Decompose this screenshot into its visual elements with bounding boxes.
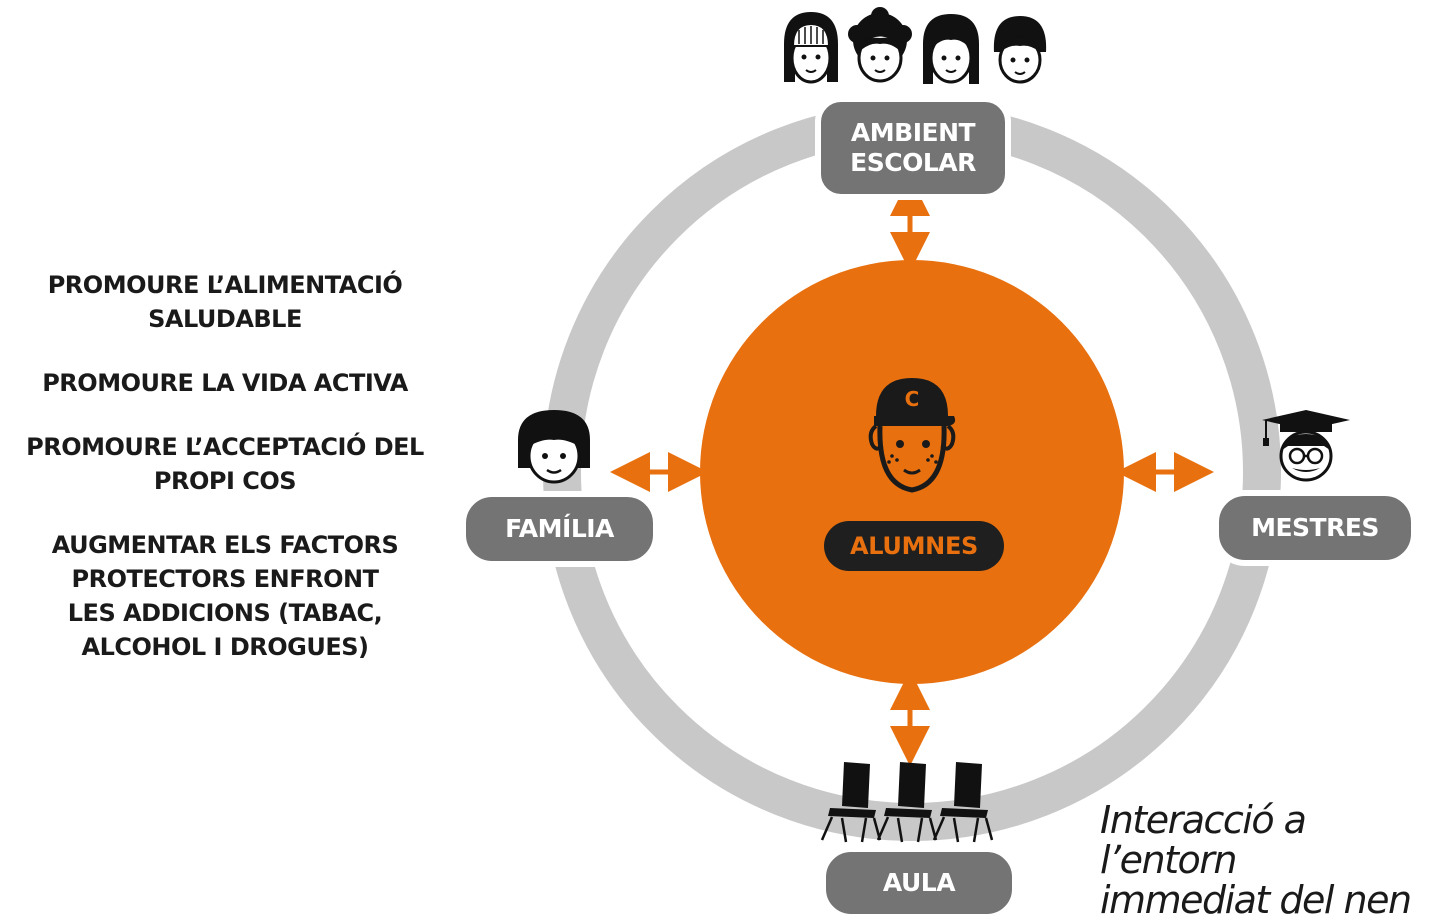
chair-icon (876, 762, 938, 843)
node-mestres: MESTRES (1213, 490, 1417, 566)
arrows (610, 176, 1214, 766)
child-face-icon (784, 12, 838, 84)
goal-item: AUGMENTAR ELS FACTORS PROTECTORS ENFRONT… (51, 531, 399, 661)
goal-item: PROMOURE L’ACCEPTACIÓ DEL PROPI COS (26, 433, 424, 495)
goal-item: PROMOURE LA VIDA ACTIVA (42, 369, 408, 397)
chairs-icons (820, 762, 994, 843)
node-aula: AULA (820, 846, 1018, 920)
center-label-alumnes: ALUMNES (824, 521, 1004, 571)
teacher-face-icon (1262, 410, 1350, 482)
cap-letter: C (905, 387, 920, 411)
node-label: AMBIENT ESCOLAR (850, 118, 976, 177)
children-icons (784, 7, 1047, 84)
caption: Interacció a l’entorn immediat del nen (1100, 798, 1412, 922)
parent-face-icon (518, 410, 590, 484)
node-ambient-escolar: AMBIENT ESCOLAR (815, 96, 1011, 200)
child-face-icon (923, 14, 979, 84)
chair-icon (932, 762, 994, 843)
interaction-diagram: C (518, 7, 1350, 843)
node-label: AULA (882, 868, 956, 897)
node-familia: FAMÍLIA (460, 491, 659, 567)
node-label: MESTRES (1251, 513, 1379, 542)
child-face-icon (848, 7, 912, 83)
goal-item: PROMOURE L’ALIMENTACIÓ SALUDABLE (47, 271, 403, 333)
child-face-icon (993, 16, 1047, 84)
student-cap-icon: C (868, 378, 956, 493)
node-label: FAMÍLIA (505, 514, 614, 543)
goals-list: PROMOURE L’ALIMENTACIÓ SALUDABLE PROMOUR… (0, 268, 450, 694)
